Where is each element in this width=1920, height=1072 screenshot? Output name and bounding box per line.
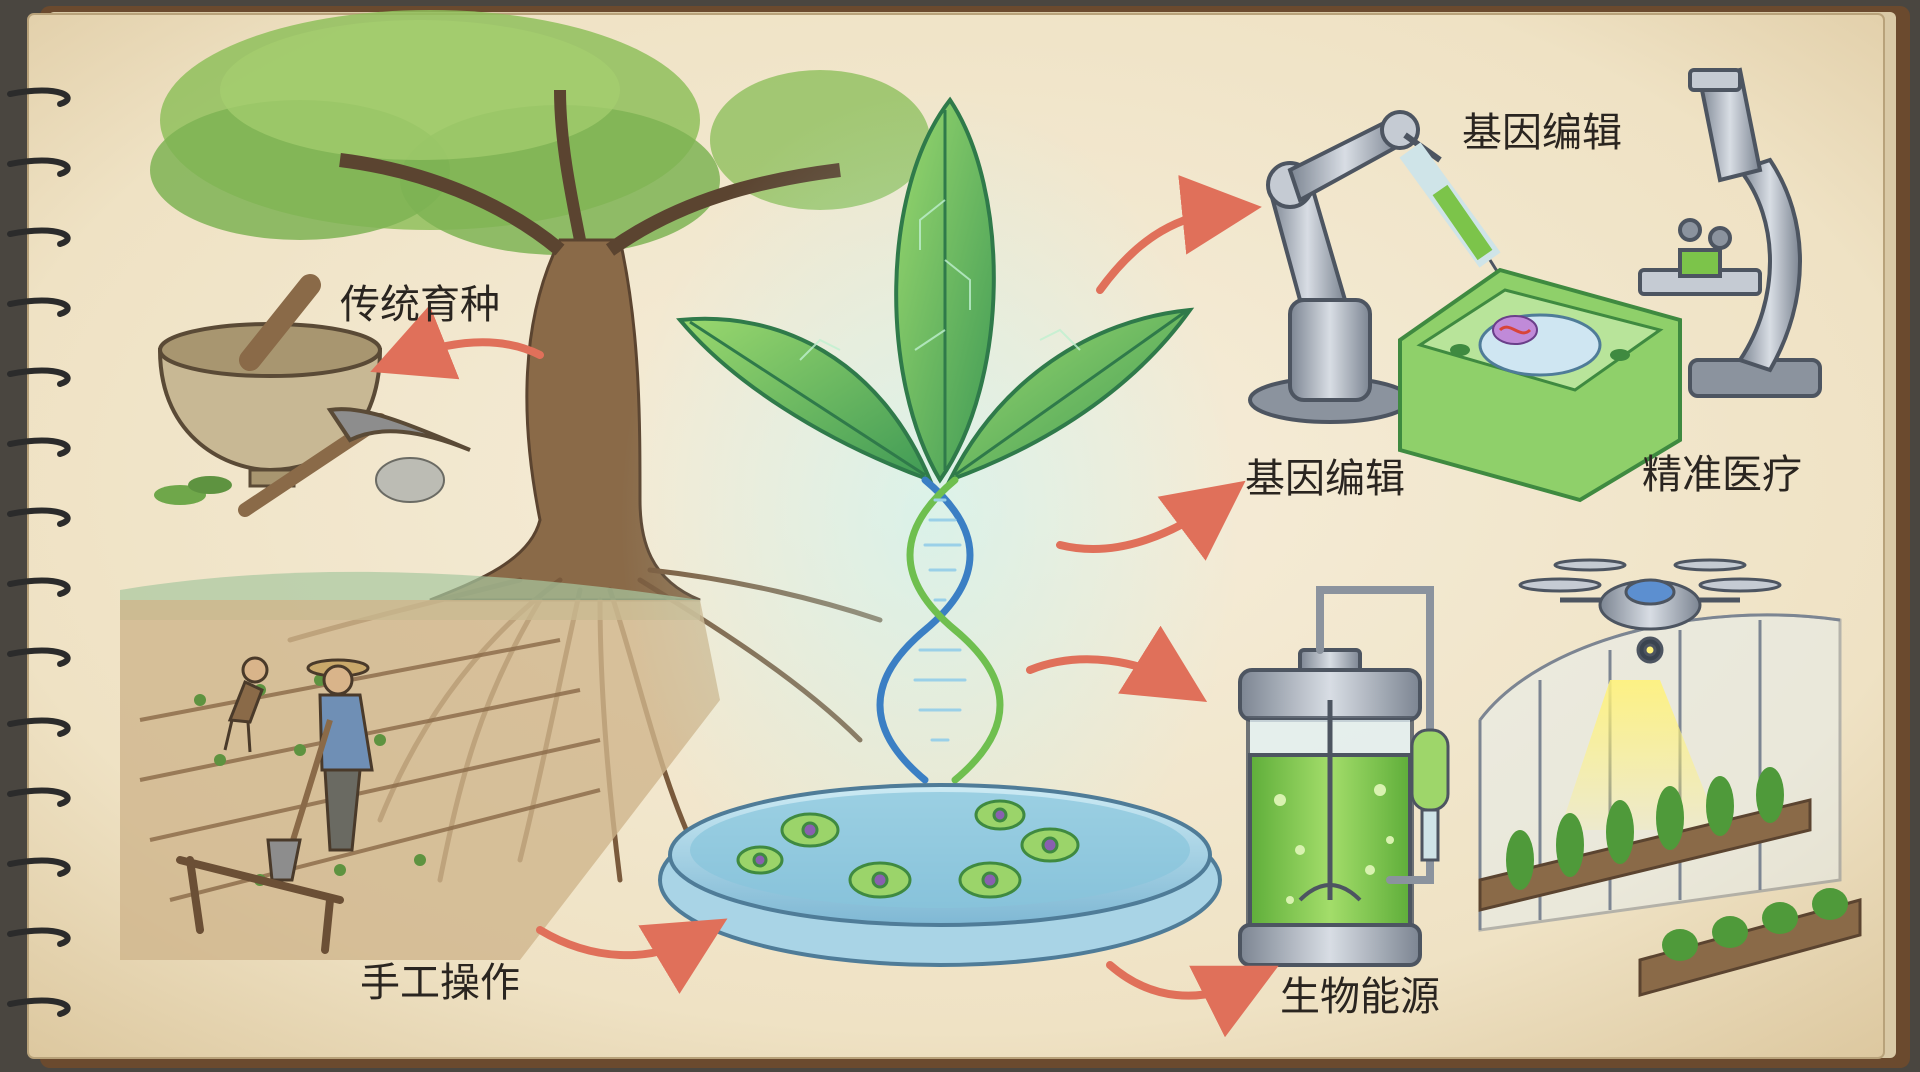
pickaxe-icon [238, 407, 471, 517]
label-precision-medicine: 精准医疗 [1642, 452, 1802, 498]
arrows [370, 174, 1279, 1038]
label-gene-editing-top: 基因编辑 [1462, 110, 1622, 156]
leaves-and-stone-icon [154, 457, 445, 505]
label-traditional-breeding: 传统育种 [340, 282, 500, 328]
arrow-to-robot [1096, 174, 1262, 294]
robotic-arm-icon [1248, 110, 1442, 424]
mortar-and-pestle-icon [157, 274, 383, 488]
dna-double-helix [876, 476, 1004, 784]
arrow-to-traditional [370, 305, 544, 380]
plant-cell-icon [1398, 267, 1682, 503]
crop-beds [1478, 767, 1862, 997]
circuit-traces [799, 199, 1081, 361]
label-bioenergy: 生物能源 [1280, 974, 1440, 1020]
microscope-icon [1638, 67, 1822, 398]
label-gene-editing-mid: 基因编辑 [1245, 456, 1405, 502]
label-manual-operation: 手工操作 [360, 960, 520, 1006]
arrow-to-dish [536, 918, 728, 994]
wooden-fence [176, 856, 344, 954]
light-beam [1560, 680, 1720, 830]
side-vial-icon [1410, 728, 1450, 862]
arrow-to-bioenergy [1106, 961, 1279, 1038]
spiral-binding [7, 87, 71, 1017]
glowing-leaf-right [945, 307, 1195, 484]
glowing-leaf-top [894, 96, 996, 484]
farmer-figure-right [266, 658, 374, 882]
farmer-figure-left [223, 656, 269, 753]
arrow-to-bioreactor [1026, 625, 1208, 702]
bioreactor-pipes [1316, 586, 1434, 884]
arrow-to-gene-mid [1056, 480, 1246, 561]
petri-dish-icon [658, 783, 1222, 967]
drone-icon [1518, 558, 1782, 664]
bioreactor-tank-icon [1238, 648, 1422, 967]
glowing-leaf-left [676, 316, 934, 484]
